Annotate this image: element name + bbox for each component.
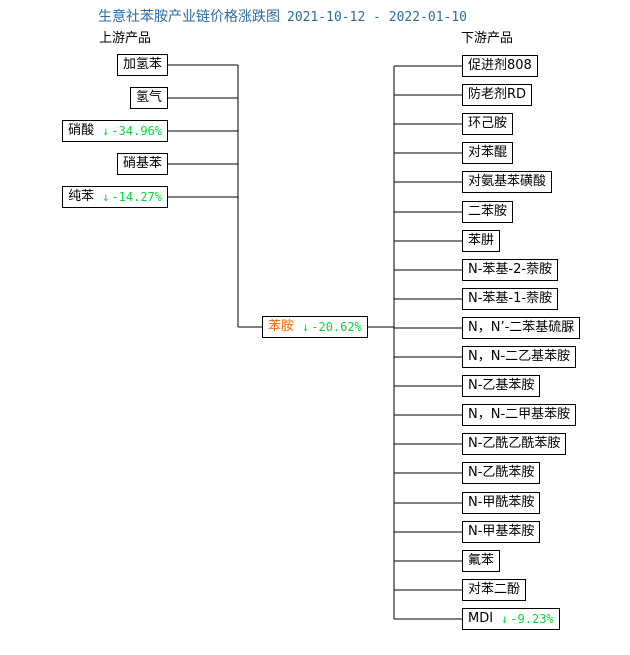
arrow-down-icon: ↓ <box>102 124 110 138</box>
arrow-down-icon: ↓ <box>102 190 110 204</box>
downstream-node[interactable]: 苯肼 <box>462 230 501 252</box>
upstream-node[interactable]: 硝基苯 <box>116 153 168 175</box>
node-label: N-乙酰乙酰苯胺 <box>468 436 561 451</box>
node-label: 苯胺 <box>268 319 295 334</box>
downstream-node[interactable]: 氟苯 <box>462 550 501 572</box>
node-label: 促进剂808 <box>468 58 532 73</box>
downstream-node[interactable]: N-苯基-2-萘胺 <box>462 259 559 281</box>
upstream-node[interactable]: 氢气 <box>129 87 168 109</box>
downstream-node[interactable]: 二苯胺 <box>462 201 514 223</box>
downstream-node[interactable]: 防老剂RD <box>462 84 533 106</box>
price-change-value: -14.27% <box>111 190 162 204</box>
price-change-badge: ↓-20.62% <box>302 317 362 337</box>
price-change-badge: ↓-9.23% <box>501 609 554 629</box>
center-node[interactable]: 苯胺 ↓-20.62% <box>262 316 368 338</box>
upstream-column-header: 上游产品 <box>99 31 152 46</box>
upstream-node[interactable]: 加氢苯 <box>116 54 168 76</box>
node-label: N，N-二甲基苯胺 <box>468 407 571 422</box>
downstream-node[interactable]: N，N’-二苯基硫脲 <box>462 317 581 339</box>
node-label: N-苯基-2-萘胺 <box>468 262 553 277</box>
downstream-node[interactable]: N，N-二甲基苯胺 <box>462 404 577 426</box>
downstream-node[interactable]: N，N-二乙基苯胺 <box>462 346 577 368</box>
downstream-node[interactable]: N-乙酰乙酰苯胺 <box>462 433 567 455</box>
node-label: N-甲基苯胺 <box>468 524 535 539</box>
downstream-node[interactable]: N-乙酰苯胺 <box>462 462 541 484</box>
downstream-node[interactable]: MDI ↓-9.23% <box>462 608 560 630</box>
downstream-node[interactable]: 促进剂808 <box>462 55 538 77</box>
node-label: N-乙基苯胺 <box>468 378 535 393</box>
downstream-node[interactable]: N-甲基苯胺 <box>462 521 541 543</box>
downstream-node[interactable]: 对苯二酚 <box>462 579 527 601</box>
node-label: N-乙酰苯胺 <box>468 465 535 480</box>
node-label: 硝酸 <box>68 123 95 138</box>
downstream-node[interactable]: 对氨基苯磺酸 <box>462 171 553 193</box>
node-label: MDI <box>468 611 494 626</box>
price-change-badge: ↓-34.96% <box>102 121 162 141</box>
downstream-node[interactable]: N-甲酰苯胺 <box>462 492 541 514</box>
page-title-text: 生意社苯胺产业链价格涨跌图 <box>98 9 280 25</box>
node-label: 氟苯 <box>468 553 495 568</box>
node-label: 对苯醌 <box>468 145 508 160</box>
downstream-node[interactable]: N-乙基苯胺 <box>462 375 541 397</box>
upstream-node[interactable]: 纯苯 ↓-14.27% <box>62 186 168 208</box>
node-label: N，N-二乙基苯胺 <box>468 349 571 364</box>
date-range: 2021-10-12 - 2022-01-10 <box>287 10 468 25</box>
node-label: 对氨基苯磺酸 <box>468 174 547 189</box>
node-label: 加氢苯 <box>122 57 162 72</box>
node-label: 硝基苯 <box>122 156 162 171</box>
node-label: 苯肼 <box>468 233 495 248</box>
price-change-badge: ↓-14.27% <box>102 187 162 207</box>
node-label: 对苯二酚 <box>468 582 521 597</box>
node-label: 二苯胺 <box>468 204 508 219</box>
node-label: 环己胺 <box>468 116 508 131</box>
node-label: 纯苯 <box>68 189 95 204</box>
arrow-down-icon: ↓ <box>501 612 509 626</box>
downstream-node[interactable]: 环己胺 <box>462 113 514 135</box>
node-label: 防老剂RD <box>468 87 527 102</box>
node-label: 氢气 <box>135 90 162 105</box>
downstream-column-header: 下游产品 <box>461 31 514 46</box>
price-change-value: -9.23% <box>510 612 554 626</box>
downstream-node[interactable]: N-苯基-1-萘胺 <box>462 288 559 310</box>
arrow-down-icon: ↓ <box>302 320 310 334</box>
price-change-value: -34.96% <box>111 124 162 138</box>
node-label: N，N’-二苯基硫脲 <box>468 320 575 335</box>
node-label: N-甲酰苯胺 <box>468 495 535 510</box>
upstream-node[interactable]: 硝酸 ↓-34.96% <box>62 120 168 142</box>
page-title: 生意社苯胺产业链价格涨跌图 2021-10-12 - 2022-01-10 <box>98 6 467 26</box>
node-label: N-苯基-1-萘胺 <box>468 291 553 306</box>
downstream-node[interactable]: 对苯醌 <box>462 142 514 164</box>
price-change-value: -20.62% <box>311 320 362 334</box>
